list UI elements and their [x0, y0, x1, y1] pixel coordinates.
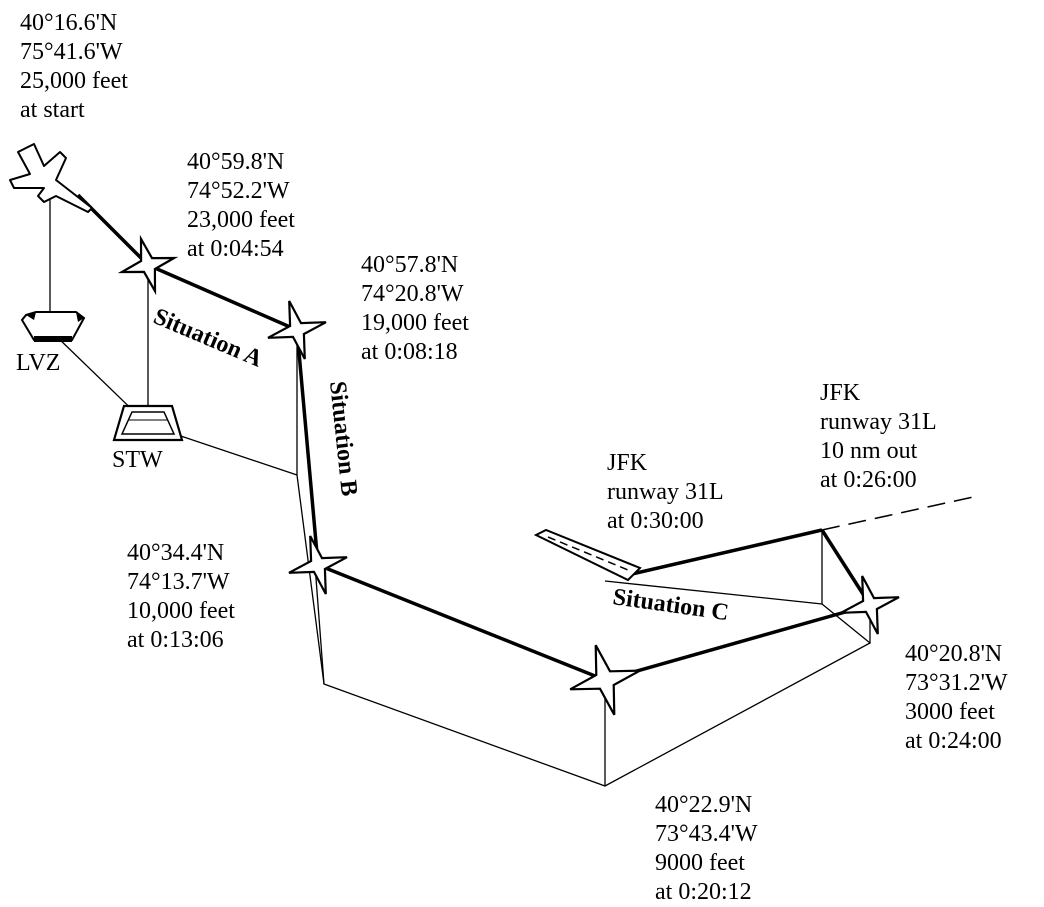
stw-vortac-icon — [112, 404, 184, 442]
star-wp1 — [117, 234, 179, 296]
airplane-icon — [9, 143, 93, 213]
label-situation-c: Situation C — [611, 584, 730, 626]
extended-centerline — [821, 495, 979, 531]
label-wp3: 40°34.4'N 74°13.7'W 10,000 feet at 0:13:… — [127, 540, 241, 653]
path-final-approach — [631, 528, 823, 576]
label-jfk-runway: JFK runway 31L at 0:30:00 — [607, 450, 729, 534]
star-wp5 — [840, 575, 900, 635]
label-start: 40°16.6'N 75°41.6'W 25,000 feet at start — [20, 10, 134, 123]
flight-path — [76, 193, 979, 682]
ground-track — [147, 424, 872, 787]
label-situation-b: Situation B — [324, 380, 362, 497]
label-wp5: 40°20.8'N 73°31.2'W 3000 feet at 0:24:00 — [905, 641, 1013, 754]
label-jfk-out: JFK runway 31L 10 nm out at 0:26:00 — [820, 380, 942, 493]
label-wp4: 40°22.9'N 73°43.4'W 9000 feet at 0:20:12 — [655, 792, 763, 905]
label-wp1: 40°59.8'N 74°52.2'W 23,000 feet at 0:04:… — [187, 149, 301, 262]
waypoint-stars — [117, 234, 900, 716]
drop-line-wp3 — [314, 564, 325, 685]
lvz-navaid-icon — [20, 311, 86, 342]
runway-icon — [533, 528, 642, 582]
label-stw: STW — [112, 447, 163, 473]
path-situation-c — [604, 603, 871, 682]
star-wp4 — [569, 644, 641, 716]
label-situation-a: Situation A — [150, 304, 267, 373]
label-lvz: LVZ — [16, 350, 60, 376]
path-situation-b — [295, 329, 320, 566]
label-wp2: 40°57.8'N 74°20.8'W 19,000 feet at 0:08:… — [361, 252, 475, 365]
path-situation-a — [147, 263, 298, 332]
star-wp2 — [267, 300, 327, 360]
path-wp3-wp4 — [317, 563, 606, 682]
star-wp3 — [288, 535, 348, 595]
